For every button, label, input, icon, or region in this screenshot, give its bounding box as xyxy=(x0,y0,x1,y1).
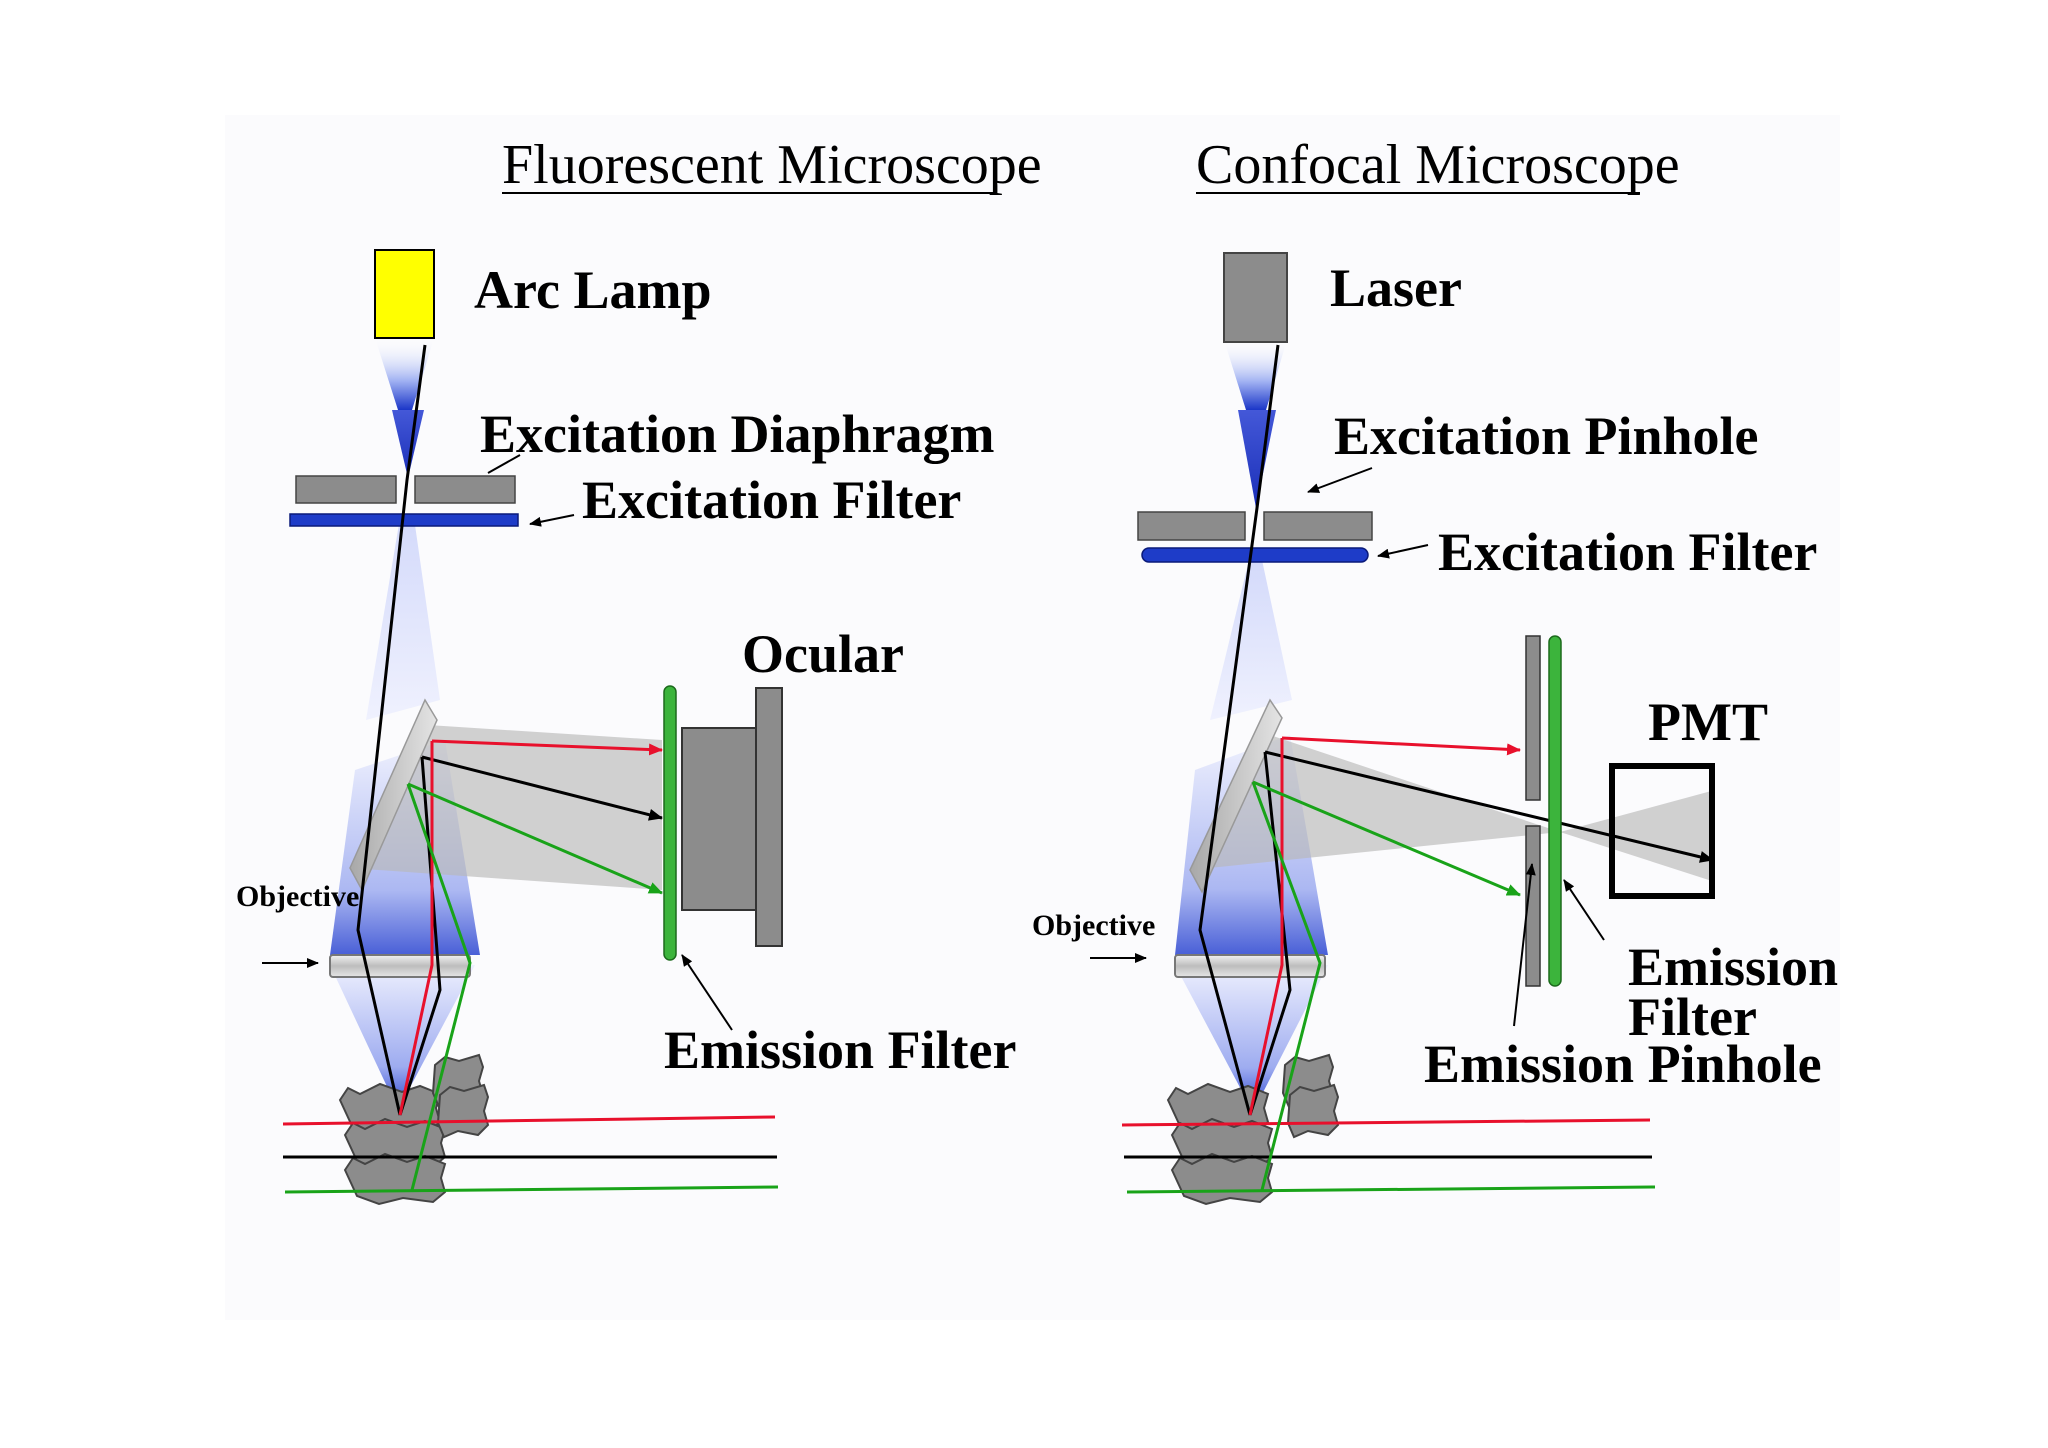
pmt-label: PMT xyxy=(1648,692,1768,752)
diaphragm-pointer xyxy=(487,454,521,474)
ocular-label: Ocular xyxy=(742,624,904,684)
confocal-objective-focus-cone xyxy=(1175,965,1328,1112)
confocal-emission-filter-label-2: Filter xyxy=(1628,987,1757,1047)
confocal-red-ray-blocked xyxy=(1281,736,1521,756)
focused-beam xyxy=(392,410,424,478)
excitation-filter-pointer xyxy=(529,514,575,527)
excitation-pinhole-pointer xyxy=(1307,467,1373,493)
objective-lens xyxy=(329,954,471,978)
objective-focus-cone xyxy=(330,965,475,1110)
pmt-detector xyxy=(1609,763,1715,899)
confocal-objective-lens xyxy=(1174,954,1326,978)
arc-lamp-icon xyxy=(374,249,435,339)
pmt-beam xyxy=(1560,790,1715,882)
focal-plane-green xyxy=(284,1185,779,1194)
confocal-excitation-filter xyxy=(1141,547,1369,563)
laser-excitation-ray xyxy=(1198,344,1280,1116)
excitation-pinhole-left xyxy=(1137,511,1246,541)
confocal-objective-label: Objective xyxy=(1032,909,1155,942)
lamp-beam-cone xyxy=(375,338,434,410)
emission-filter-label: Emission Filter xyxy=(664,1020,1016,1080)
confocal-excitation-filter-pointer xyxy=(1377,544,1429,559)
emission-pinhole-pointer xyxy=(1513,863,1536,1027)
emission-filter xyxy=(663,685,677,961)
dichroic-mirror xyxy=(349,698,438,892)
emission-ray-red xyxy=(398,741,434,1116)
confocal-microscope-panel: Confocal Microscope Laser Excitation Pin… xyxy=(1032,134,1838,1206)
ocular-eyepiece xyxy=(755,687,783,947)
emission-ray-green-to-ocular xyxy=(407,782,663,895)
emission-pinhole-label: Emission Pinhole xyxy=(1424,1034,1822,1094)
excitation-pinhole-right xyxy=(1263,511,1373,541)
confocal-green-ray-blocked xyxy=(1252,780,1521,897)
confocal-emission-filter-pointer xyxy=(1563,879,1605,941)
confocal-excitation-filter-label: Excitation Filter xyxy=(1438,522,1817,582)
confocal-plane-green xyxy=(1126,1185,1656,1194)
confocal-title: Confocal Microscope xyxy=(1196,134,1680,196)
diaphragm-left-blade xyxy=(295,475,397,504)
emission-ray-green xyxy=(406,783,472,1191)
arc-lamp-label: Arc Lamp xyxy=(474,260,712,320)
laser-excitation-beam xyxy=(1210,560,1292,720)
emission-ray-black-to-ocular xyxy=(421,755,663,821)
emission-pinhole-upper xyxy=(1525,635,1541,801)
confocal-emission-filter-label-1: Emission xyxy=(1628,937,1838,997)
emission-ray-black xyxy=(398,756,442,1116)
excitation-diaphragm-label: Excitation Diaphragm xyxy=(480,404,995,464)
diagram-background xyxy=(225,115,1840,1320)
laser-label: Laser xyxy=(1330,258,1462,318)
excitation-pinhole-label: Excitation Pinhole xyxy=(1334,406,1759,466)
confocal-emission-ray-green xyxy=(1251,781,1322,1191)
focal-plane-red xyxy=(282,1115,776,1126)
objective-label: Objective xyxy=(236,880,359,913)
laser-icon xyxy=(1223,252,1288,343)
emission-ray-red-to-ocular xyxy=(431,739,663,756)
confocal-plane-red xyxy=(1121,1118,1651,1127)
ocular-body xyxy=(681,727,757,911)
excitation-beam xyxy=(366,518,440,720)
excitation-filter-label: Excitation Filter xyxy=(582,470,961,530)
confocal-emission-filter xyxy=(1548,635,1562,987)
emission-filter-pointer xyxy=(681,954,733,1031)
diaphragm-right-blade xyxy=(414,475,516,504)
confocal-emission-ray-black xyxy=(1248,751,1292,1116)
fluorescent-title: Fluorescent Microscope xyxy=(502,134,1042,196)
confocal-black-ray-to-pmt xyxy=(1264,750,1714,863)
excitation-ray xyxy=(356,344,427,1116)
confocal-emission-ray-red xyxy=(1248,738,1284,1116)
fluorescent-microscope-panel: Fluorescent Microscope Arc Lamp Excitati… xyxy=(236,134,1042,1206)
